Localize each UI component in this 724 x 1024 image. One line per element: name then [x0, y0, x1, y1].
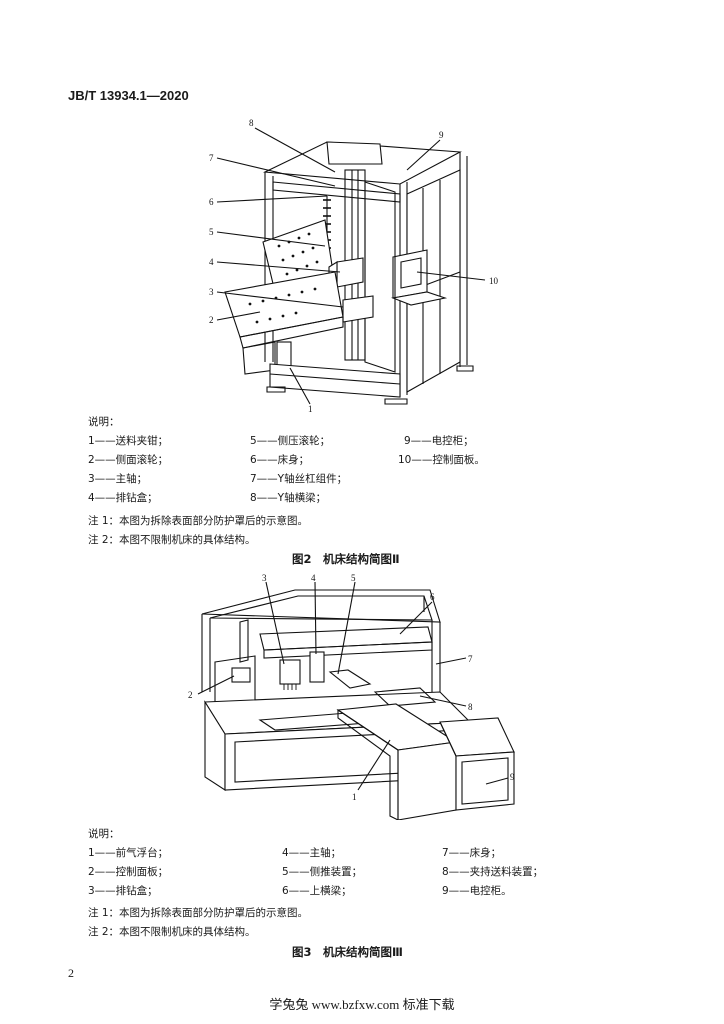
figure-2-drawing: 8 7 6 5 4 3 2 9 10 1 — [209, 118, 499, 414]
legend-item: 1——送料夹钳； — [88, 435, 169, 447]
fig2-callout-5: 5 — [209, 227, 214, 237]
fig3-callout-4: 4 — [311, 573, 316, 583]
legend-item: 2——侧面滚轮； — [88, 454, 169, 466]
footer-watermark: 学兔兔 www.bzfxw.com 标准下载 — [269, 997, 455, 1012]
legend-item: 8——夹持送料装置； — [442, 866, 544, 878]
figure-3-note-1: 注 1：本图为拆除表面部分防护罩后的示意图。 — [88, 907, 309, 919]
fig2-callout-9: 9 — [439, 130, 444, 140]
fig3-callout-1: 1 — [352, 792, 357, 802]
legend-item: 5——侧压滚轮； — [250, 435, 331, 447]
fig2-callout-3: 3 — [209, 287, 214, 297]
legend-item: 7——Y轴丝杠组件； — [250, 473, 348, 485]
figure-3-caption: 图3 机床结构简图Ⅲ — [292, 945, 403, 959]
legend-item: 8——Y轴横梁； — [250, 492, 327, 504]
fig3-callout-6: 6 — [430, 592, 435, 602]
legend-item: 4——主轴； — [282, 847, 342, 859]
fig3-callout-2: 2 — [188, 690, 193, 700]
legend-item: 4——排钻盒； — [88, 492, 158, 504]
legend-title: 说明： — [88, 828, 120, 840]
fig2-callout-4: 4 — [209, 257, 214, 267]
figure-3-drawing: 3 4 5 6 7 2 8 9 1 — [188, 573, 515, 820]
fig3-callout-3: 3 — [262, 573, 267, 583]
legend-item: 7——床身； — [442, 847, 502, 859]
figure-2-note-1: 注 1：本图为拆除表面部分防护罩后的示意图。 — [88, 515, 309, 527]
legend-item: 10——控制面板。 — [398, 454, 485, 466]
fig2-callout-1: 1 — [308, 404, 313, 414]
legend-item: 5——侧推装置； — [282, 866, 363, 878]
fig3-callout-7: 7 — [468, 654, 473, 664]
fig2-callout-2: 2 — [209, 315, 214, 325]
fig2-callout-7: 7 — [209, 153, 214, 163]
fig2-callout-10: 10 — [489, 276, 499, 286]
page-number: 2 — [68, 966, 74, 980]
fig3-callout-5: 5 — [351, 573, 356, 583]
fig3-callout-9: 9 — [510, 772, 515, 782]
legend-item: 3——排钻盒； — [88, 885, 158, 897]
fig3-callout-8: 8 — [468, 702, 473, 712]
legend-item: 9——电控柜； — [404, 435, 474, 447]
figure-2-note-2: 注 2：本图不限制机床的具体结构。 — [88, 534, 256, 546]
legend-item: 9——电控柜。 — [442, 885, 512, 897]
figure-3-note-2: 注 2：本图不限制机床的具体结构。 — [88, 926, 256, 938]
legend-item: 2——控制面板； — [88, 866, 169, 878]
figure-2-caption: 图2 机床结构简图Ⅱ — [292, 552, 400, 566]
fig2-callout-6: 6 — [209, 197, 214, 207]
legend-item: 6——上横梁； — [282, 885, 352, 897]
legend-title: 说明： — [88, 416, 120, 428]
fig2-callout-8: 8 — [249, 118, 254, 128]
legend-item: 1——前气浮台； — [88, 847, 169, 859]
document-code: JB/T 13934.1—2020 — [68, 88, 189, 103]
legend-item: 3——主轴； — [88, 473, 148, 485]
legend-item: 6——床身； — [250, 454, 310, 466]
